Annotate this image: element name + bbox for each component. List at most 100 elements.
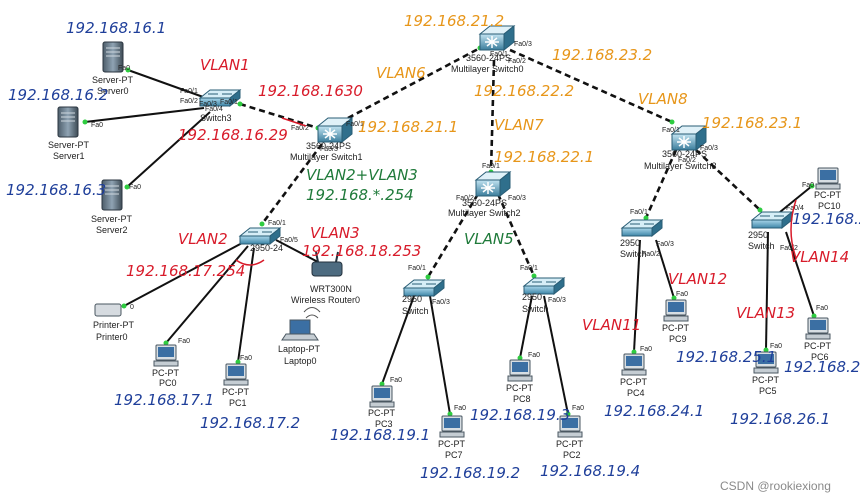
device-sub: PC4 — [627, 388, 645, 398]
vlan-annotation: VLAN14 — [790, 248, 849, 266]
device-name: 2950 — [620, 238, 640, 248]
port-dot — [757, 207, 763, 213]
device-name: PC-PT — [438, 439, 466, 449]
port-label: Fa0/1 — [220, 99, 238, 106]
pc1[interactable]: Fa0 PC-PT PC1 — [222, 355, 252, 408]
device-name: PC-PT — [662, 323, 690, 333]
pc8[interactable]: Fa0 PC-PT PC8 — [506, 352, 540, 404]
vlan-annotation: VLAN13 — [736, 304, 795, 322]
link-switchc-pc2 — [543, 295, 569, 415]
link-switche-pc10 — [779, 185, 813, 213]
laptop-icon — [289, 319, 311, 335]
device-sub: PC0 — [159, 378, 177, 388]
device-sub: PC6 — [811, 352, 829, 362]
port-label: Fa0/2 — [456, 195, 474, 202]
server0[interactable]: Fa0 Server-PT Server0 — [92, 41, 134, 96]
wireless-waves — [303, 307, 321, 319]
device-name: Server-PT — [48, 140, 90, 150]
device-name: PC-PT — [620, 377, 648, 387]
port-dot — [631, 349, 637, 355]
device-name: 3560-24PS — [662, 149, 707, 159]
pc10[interactable]: Fa0 PC-PT PC10 — [802, 167, 842, 211]
device-name: 2950 — [402, 294, 422, 304]
vlan-annotation: VLAN5 — [464, 230, 514, 248]
port-label: Fa0/3 — [432, 299, 450, 306]
device-name: 2950 — [522, 292, 542, 302]
link-mls2-switchc — [496, 193, 536, 277]
link-switchc-pc8 — [519, 295, 533, 359]
multilayer-switch2[interactable]: Fa0/1 Fa0/2 Fa0/3 3560-24PS Multilayer S… — [448, 163, 526, 218]
port-label: Fa0/1 — [180, 88, 198, 95]
link-mls0-mls2 — [489, 59, 496, 173]
link-mls1-mls0 — [347, 46, 481, 120]
device-name: PC-PT — [814, 190, 842, 200]
switch3[interactable]: Fa0/1 Fa0/2 Fa0/3 Fa0/1 Fa0/4 Switch3 — [180, 88, 241, 123]
device-sub: Switch — [620, 249, 647, 259]
link-server2-switch3 — [126, 111, 211, 188]
link-mls3-switchd — [644, 149, 678, 219]
switch-b[interactable]: Fa0/1 Fa0/3 2950 Switch — [402, 265, 450, 316]
watermark: CSDN @rookiexiong — [720, 479, 831, 493]
switch-icon — [239, 227, 281, 245]
port-label: Fa0/2 — [508, 58, 526, 65]
links — [84, 46, 815, 415]
link-server1-switch3 — [84, 107, 205, 123]
port-dot — [425, 274, 431, 280]
port-label: Fa0 — [91, 122, 103, 129]
port-label: Fa0 — [770, 343, 782, 350]
multilayer-switch3[interactable]: Fa0/1 Fa0/2 Fa0/3 3560-24PS Multilayer S… — [644, 125, 718, 171]
pc7[interactable]: Fa0 PC-PT PC7 — [438, 405, 466, 460]
pc2[interactable]: Fa0 PC-PT PC2 — [556, 405, 584, 460]
device-name: PC-PT — [506, 383, 534, 393]
multilayer-switch1[interactable]: Fa0/2 Fa0/1 Fa0/3 3560-24PS Multilayer S… — [290, 117, 364, 162]
laptop0[interactable]: Laptop-PT Laptop0 — [278, 319, 321, 366]
device-sub: Multilayer Switch1 — [290, 152, 363, 162]
device-sub: PC1 — [229, 398, 247, 408]
ip-annotation: 192.168.19.1 — [330, 426, 430, 444]
device-name: Server-PT — [92, 75, 134, 85]
port-label: Fa0 — [240, 355, 252, 362]
switch-c[interactable]: Fa0/1 Fa0/3 2950 Switch — [520, 265, 566, 314]
wireless-router0[interactable]: WRT300N Wireless Router0 — [291, 251, 360, 305]
annotations: 192.168.16.1 192.168.16.2 192.168.16.3 1… — [6, 12, 860, 482]
pc9[interactable]: Fa0 PC-PT PC9 — [662, 291, 690, 344]
port-label: 0 — [130, 304, 134, 311]
port-dot — [259, 221, 265, 227]
ip-annotation: 192.168.27.1 — [784, 358, 860, 376]
switch-e[interactable]: Fa0/4 Fa0/2 2950 Switch — [748, 205, 804, 252]
ip-annotation: 192.168.23.1 — [702, 114, 802, 132]
port-label: Fa0/1 — [520, 265, 538, 272]
pc6[interactable]: Fa0 PC-PT PC6 — [804, 305, 832, 362]
ip-annotation: 192.168.26.1 — [730, 410, 830, 428]
server1[interactable]: Fa0 Server-PT Server1 — [48, 106, 103, 161]
port-label: Fa0 — [640, 346, 652, 353]
port-label: Fa0/1 — [630, 209, 648, 216]
switch-d[interactable]: Fa0/1 Fa0/3 Fa0/2 2950 Switch — [620, 209, 674, 259]
pc4[interactable]: Fa0 PC-PT PC4 — [620, 346, 652, 398]
vlan-annotation: VLAN6 — [376, 64, 426, 82]
server2[interactable]: Fa0 Server-PT Server2 — [91, 179, 141, 235]
multilayer-switch-icon — [475, 171, 511, 197]
switch-a[interactable]: Fa0/1 Fa0/5 2950-24 — [239, 220, 298, 253]
link-switcha-router0 — [275, 239, 319, 263]
device-sub: Multilayer Switch3 — [644, 161, 717, 171]
device-name: 3560-24PS — [306, 141, 351, 151]
device-sub: PC5 — [759, 386, 777, 396]
device-sub: PC8 — [513, 394, 531, 404]
ip-annotation: 192.168.21.2 — [404, 12, 504, 30]
multilayer-switch0[interactable]: Fa0/3 Fa0/1 Fa0/2 3560-24PS Multilayer S… — [451, 25, 532, 74]
port-label: Fa0 — [816, 305, 828, 312]
port-label: Fa0 — [676, 291, 688, 298]
link-mls1-switcha — [260, 143, 324, 225]
port-label: Fa0 — [129, 184, 141, 191]
pc-icon — [621, 353, 647, 376]
pc0[interactable]: Fa0 PC-PT PC0 — [152, 338, 190, 388]
pc5[interactable]: Fa0 PC-PT PC5 — [752, 343, 782, 396]
port-label: Fa0/3 — [700, 145, 718, 152]
server-icon — [57, 106, 79, 138]
pc3[interactable]: Fa0 PC-PT PC3 — [368, 377, 402, 429]
port-dot — [82, 119, 88, 125]
port-label: Fa0/1 — [490, 51, 508, 58]
printer0[interactable]: 0 Printer-PT Printer0 — [93, 303, 135, 342]
port-label: Fa0/3 — [548, 297, 566, 304]
